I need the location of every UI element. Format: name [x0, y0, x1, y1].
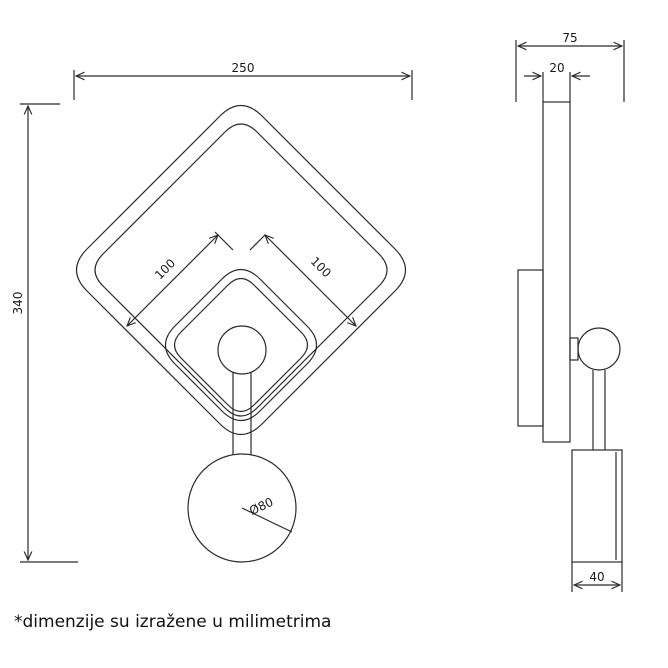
dim-label-depth-total: 75 [562, 31, 577, 45]
dim-line-inner-left [127, 231, 234, 326]
inner-diamond [164, 268, 318, 422]
side-plate [542, 101, 571, 443]
dim-line-width [73, 70, 413, 100]
side-view [515, 40, 625, 592]
side-connector [569, 337, 579, 361]
mount-knob [217, 325, 267, 375]
side-cylinder [571, 449, 623, 563]
side-knob [577, 327, 621, 371]
side-stem [592, 370, 606, 450]
ball-shade [187, 453, 297, 563]
side-bracket [517, 269, 544, 427]
front-view [20, 70, 413, 563]
inner-frame [94, 123, 388, 417]
dim-label-plate-depth: 20 [549, 61, 564, 75]
dim-label-height: 340 [11, 292, 25, 315]
stem [232, 372, 252, 455]
dim-label-inner-right: 100 [308, 254, 334, 280]
dim-line-inner-right [249, 235, 356, 326]
dim-line-height [20, 103, 78, 563]
dim-line-depth-total [515, 40, 625, 102]
dim-line-ball [241, 507, 293, 533]
dim-label-lower-depth: 40 [589, 570, 604, 584]
dim-line-lower-depth [571, 562, 623, 592]
dim-label-ball: Ø80 [247, 495, 275, 518]
outer-frame [75, 104, 407, 436]
dim-line-plate-depth [524, 72, 590, 102]
units-note: *dimenzije su izražene u milimetrima [14, 612, 332, 632]
dim-label-width: 250 [232, 61, 255, 75]
